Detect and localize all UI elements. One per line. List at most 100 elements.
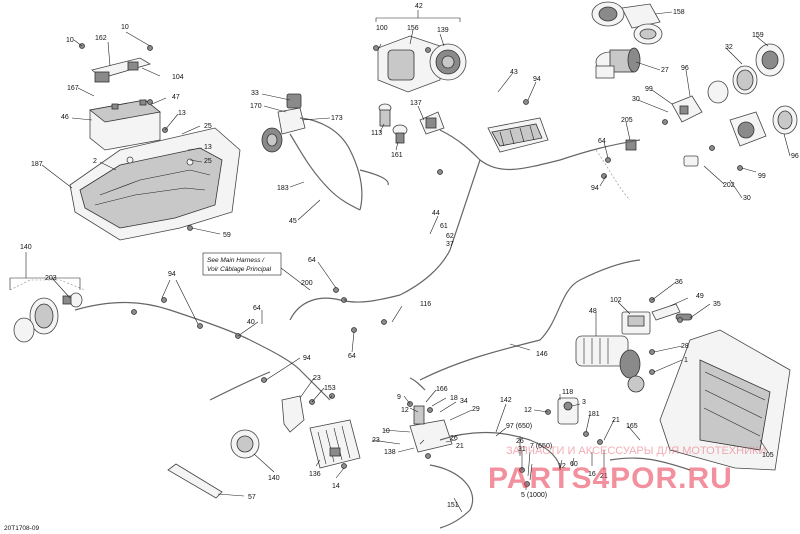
callout: 48 (589, 308, 597, 315)
ignition-switch (378, 103, 445, 144)
headlight-left (13, 292, 83, 343)
callout: 100 (376, 25, 388, 32)
callout: 64 (598, 138, 606, 145)
callout: 94 (533, 76, 541, 83)
callout: 60 (570, 461, 578, 468)
wire-harness (9, 117, 691, 529)
callout: 105 (762, 452, 774, 459)
ground-cable-terminal (651, 303, 693, 321)
watermark-line-1: ЗАПЧАСТИ И АКСЕССУАРЫ ДЛЯ МОТОТЕХНИКИ (506, 445, 766, 457)
battery (89, 99, 161, 151)
callout: 21 (600, 473, 608, 480)
callout: 28 (681, 343, 689, 350)
callout: 137 (410, 100, 422, 107)
callout: 18 (450, 395, 458, 402)
watermark-line-2: PARTS4POR.RU (488, 462, 733, 495)
callout: 35 (713, 301, 721, 308)
callout: 10 (382, 428, 390, 435)
callout: 96 (681, 65, 689, 72)
callout: 10 (66, 37, 74, 44)
callout: 30 (632, 96, 640, 103)
regulator-bracket (281, 395, 305, 433)
callout: 118 (562, 389, 573, 396)
callout: 12 (558, 463, 566, 470)
callout: 205 (621, 117, 633, 124)
callout: 200 (301, 280, 313, 287)
callout: 43 (510, 69, 518, 76)
starter-motor (575, 335, 645, 393)
callout: 156 (407, 25, 419, 32)
callout: 138 (384, 449, 396, 456)
callout: 16 (588, 471, 596, 478)
callout: 46 (61, 114, 69, 121)
callout: 153 (324, 385, 336, 392)
callout: 113 (371, 130, 382, 137)
leader-lines (41, 11, 791, 513)
callout: 40 (247, 319, 255, 326)
callout: 7 (650) (530, 443, 552, 450)
callout: 140 (20, 244, 32, 251)
handlebar-switch (261, 93, 306, 153)
callout: 151 (447, 502, 459, 509)
callout: 64 (308, 257, 316, 264)
callout: 94 (168, 271, 176, 278)
callout: 23 (372, 437, 380, 444)
callout: 181 (588, 411, 600, 418)
callout: 102 (610, 297, 622, 304)
callout: 139 (437, 27, 449, 34)
callout: 167 (67, 85, 79, 92)
callout: 21 (456, 443, 464, 450)
note-line-1: See Main Harness / (207, 257, 265, 264)
callout: 187 (31, 161, 43, 168)
fuel-pump-module (409, 397, 579, 453)
callout: 13 (204, 144, 212, 151)
callout-bracket-140 (9, 252, 81, 290)
callout: 26 (516, 438, 524, 445)
callout: 2 (93, 158, 97, 165)
rear-actuator (707, 43, 798, 135)
trim-strip (167, 463, 223, 499)
callout: 94 (303, 355, 311, 362)
callout: 23 (313, 375, 321, 382)
callout: 116 (420, 301, 431, 308)
callout: 12 (524, 407, 532, 414)
callout: 59 (223, 232, 231, 239)
callout: 42 (415, 3, 423, 10)
fuse-box (487, 117, 549, 153)
callout: 27 (661, 67, 669, 74)
callout: 64 (253, 305, 261, 312)
callout: 97 (650) (506, 423, 532, 430)
callout: 10 (121, 24, 129, 31)
callout: 44 (432, 210, 440, 217)
starter-drive (595, 47, 641, 79)
callout: 26 (450, 435, 458, 442)
callout: 104 (172, 74, 184, 81)
callout: 202 (723, 182, 735, 189)
watermark: ЗАПЧАСТИ И АКСЕССУАРЫ ДЛЯ МОТОТЕХНИКИ PA… (488, 445, 766, 495)
starter-solenoid (621, 311, 651, 335)
callout: 183 (277, 185, 289, 192)
callout: 146 (536, 351, 548, 358)
callout: 162 (95, 35, 107, 42)
callout: 21 (612, 417, 620, 424)
callout: 166 (436, 386, 448, 393)
callout: 99 (645, 86, 653, 93)
callout: 32 (725, 44, 733, 51)
callout: 29 (472, 406, 480, 413)
callout: 64 (348, 353, 356, 360)
callout: 140 (268, 475, 280, 482)
callout: 96 (791, 153, 799, 160)
callout: 158 (673, 9, 685, 16)
callout: 161 (391, 152, 403, 159)
callout-labels: 42 100 156 139 10 10 162 104 167 47 46 1… (20, 3, 799, 509)
note-line-2: Voir Câblage Principal (207, 266, 272, 273)
callout: 49 (696, 293, 704, 300)
callout: 57 (248, 494, 256, 501)
callout: 9 (397, 394, 401, 401)
battery-strap (91, 57, 151, 83)
instrument-cluster (377, 35, 467, 93)
callout: 165 (626, 423, 638, 430)
headlight-lower (230, 429, 260, 459)
main-harness-note: See Main Harness / Voir Câblage Principa… (202, 252, 311, 291)
